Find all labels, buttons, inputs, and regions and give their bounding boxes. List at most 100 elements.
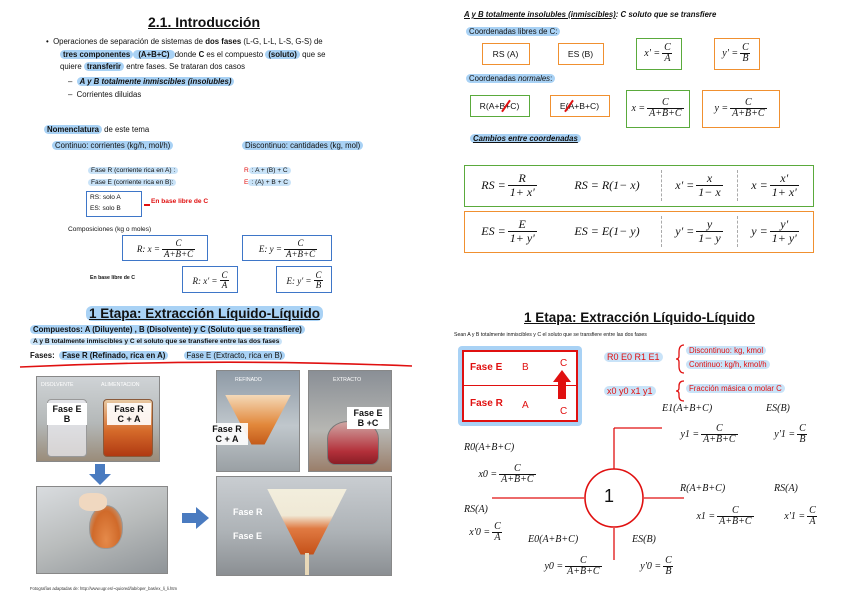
den: A+B+C [717, 516, 753, 528]
funnel-stem [305, 553, 309, 575]
fases-line: Fases: Fase R (Refinado, rica en A) Fase… [30, 351, 285, 360]
underline-stroke [20, 362, 412, 367]
num: R [517, 172, 528, 185]
text: dos fases [205, 37, 241, 46]
eq-box-r2: R: x' = CA [182, 266, 238, 293]
text: quiere [60, 62, 84, 71]
funnel-flask [89, 505, 123, 549]
eq-lhs: x = [751, 178, 767, 193]
num: C [740, 43, 751, 54]
text: que se [300, 50, 326, 59]
text: A y B totalmente insolubles (inmiscibles… [464, 10, 616, 19]
x1p-eq: x'1 = CA [774, 500, 828, 534]
rs-solo: RS: solo A [90, 194, 121, 201]
es-label: ES(B) [766, 403, 790, 414]
red-underline [18, 360, 414, 370]
photo-label-fase-e2: Fase EB +C [347, 407, 389, 430]
eq-lhs: x' = [644, 48, 660, 59]
eq-lhs: y' = [722, 48, 738, 59]
es-solo: ES: solo B [90, 205, 121, 212]
eq-lhs: RS = [481, 178, 505, 193]
eq-lhs: E: y = [259, 244, 282, 254]
solo-box: RS: solo A ES: solo B [86, 191, 142, 217]
text: Corrientes diluidas [77, 90, 142, 99]
text: Fase E [52, 404, 81, 414]
text: (A+B+C) [133, 50, 175, 59]
continuo-label: Continuo: corrientes (kg/h, mol/h) [52, 141, 173, 150]
text: Fase R [114, 404, 144, 414]
eq-lhs: y'0 = [640, 561, 661, 572]
num: y [705, 218, 714, 231]
text: C + A [118, 414, 141, 424]
stage-number: 1 [604, 486, 614, 507]
text: Fases: [30, 351, 55, 360]
eq-lhs: ES = [481, 224, 505, 239]
bullet-line-1: • Operaciones de separación de sistemas … [46, 37, 323, 46]
num: C [578, 556, 589, 567]
label-refinado: REFINADO [235, 377, 262, 383]
num: C [714, 424, 725, 435]
eq-lhs: y = [714, 103, 728, 114]
label-extracto: EXTRACTO [333, 377, 361, 383]
x0-eq: x0 = CA+B+C [462, 458, 552, 492]
fraction: y'1+ y' [770, 218, 799, 244]
den: A+B+C [565, 566, 601, 578]
fraction: CA+B+C [647, 98, 683, 120]
text: tres componentes [60, 50, 133, 59]
photo-embudo-fases: Fase R Fase E [216, 476, 392, 576]
num: C [174, 239, 184, 248]
libres-label: Coordenadas libres de C: [466, 27, 560, 36]
e-abc-box: E(A+B+C) [550, 95, 610, 117]
num: E [517, 218, 528, 231]
fraction: CA+B+C [162, 239, 195, 259]
arrow-shape [89, 464, 111, 485]
eq-lhs: R: x = [137, 244, 160, 254]
fraction: CA+B+C [565, 556, 601, 578]
fraction: CA+B+C [499, 464, 535, 486]
slide-coordenadas: A y B totalmente insolubles (inmiscibles… [424, 0, 848, 300]
den: A [492, 532, 502, 544]
photo-credit: Fotografías adaptadas de: http://www.ugr… [30, 586, 177, 591]
case-1: – A y B totalmente inmiscibles (insolubl… [68, 77, 234, 86]
slide-introduccion: 2.1. Introducción • Operaciones de separ… [0, 0, 424, 300]
slide-extraccion-fotos: 1 Etapa: Extracción Líquido-Líquido Comp… [0, 300, 424, 599]
rs-a: RS (A) [483, 49, 528, 59]
num: C [492, 522, 503, 533]
den: A+B+C [499, 474, 535, 486]
es-b-box: ES (B) [558, 43, 604, 65]
num: x' [778, 172, 790, 185]
text: Operaciones de separación de sistemas de [53, 37, 205, 46]
text: B +C [358, 418, 379, 428]
den: A [807, 516, 817, 528]
funnel-phases [267, 489, 347, 555]
text: transferir [84, 62, 124, 71]
slide-extraccion-diagrama: 1 Etapa: Extracción Líquido-Líquido Sean… [424, 300, 848, 599]
arrow-down-icon [88, 464, 112, 486]
den: B [740, 53, 750, 65]
photo-label-fase-r: Fase RC + A [107, 403, 151, 426]
x-from-xp: x = x'1+ x' [737, 166, 813, 205]
es-b: ES (B) [559, 49, 602, 59]
r-abc: R(A+B+C) [471, 101, 528, 111]
eq-lhs: y' = [675, 224, 694, 239]
den: A+B+C [730, 108, 766, 120]
num: x [705, 172, 714, 185]
normales-label: Coordenadas normales: [466, 74, 555, 83]
text: : (A) + B + C [248, 179, 291, 186]
rs-a-box: RS (A) [482, 43, 530, 65]
case-2: – Corrientes diluidas [68, 90, 141, 99]
eq-lhs: x'1 = [784, 511, 805, 522]
text: (soluto) [265, 50, 300, 59]
photo-label-fase-e: Fase EB [47, 403, 87, 426]
e-definition: E: (A) + B + C [244, 179, 291, 186]
eq-e2: E: y' = CB [277, 267, 333, 294]
den: B [663, 566, 673, 578]
rs-product: RS = R(1− x) [553, 166, 661, 205]
fase-e-label: Fase E (corriente rica en B): [88, 179, 176, 186]
den: B [797, 434, 807, 446]
